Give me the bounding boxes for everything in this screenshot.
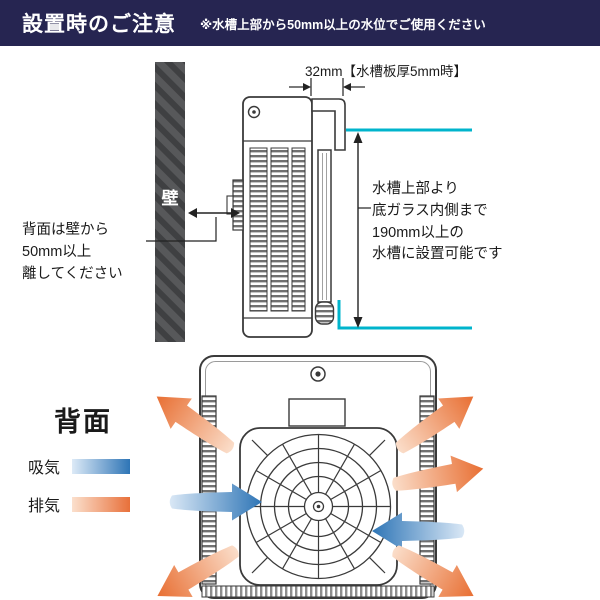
exhaust-label: 排気 <box>28 498 61 515</box>
intake-color-swatch <box>72 458 131 474</box>
wall-graphic <box>155 62 185 342</box>
device-side-view <box>226 96 346 338</box>
side-grill <box>270 147 289 312</box>
fan-hub <box>303 491 334 522</box>
hanging-hook <box>311 98 346 151</box>
back-view-title: 背面 <box>54 407 112 437</box>
exhaust-color-swatch <box>72 496 131 512</box>
side-view-diagram <box>146 62 472 342</box>
fan-guard <box>245 433 392 580</box>
fan-rings <box>245 433 392 580</box>
wall-clearance-note: 背面は壁から 50mm以上 離してください <box>22 222 123 282</box>
wall-label: 壁 <box>161 189 179 208</box>
clamp <box>232 179 244 231</box>
side-grill <box>291 147 306 312</box>
hook-width-dimension-lines <box>289 78 365 96</box>
label-plate <box>288 398 346 427</box>
hook-width-dimension-label: 32mm【水槽板厚5mm時】 <box>305 64 468 79</box>
tank-depth-note: 水槽上部より 底ガラス内側まで 190mm以上の 水槽に設置可能です <box>372 181 503 263</box>
intake-label: 吸気 <box>28 460 61 477</box>
base-strip <box>201 585 435 598</box>
tank-bottom-glass-line <box>337 300 472 330</box>
page-title: 設置時のご注意 <box>22 13 176 36</box>
header-bar: 設置時のご注意 ※水槽上部から50mm以上の水位でご使用ください <box>0 0 600 46</box>
header-note: ※水槽上部から50mm以上の水位でご使用ください <box>200 17 486 32</box>
intake-pipe <box>317 149 332 303</box>
side-grill <box>249 147 268 312</box>
back-view-diagram <box>146 355 487 600</box>
legend-row-intake: 吸気 <box>28 454 131 478</box>
wall-clearance-arrow <box>146 208 240 242</box>
strainer <box>314 301 335 325</box>
legend-row-exhaust: 排気 <box>28 492 131 516</box>
fan-corner-braces <box>251 439 386 574</box>
airflow-legend: 吸気 排気 <box>28 454 131 530</box>
tank-glass-lines <box>337 128 472 330</box>
clamp-knob <box>226 195 234 215</box>
tank-depth-arrow <box>353 132 371 328</box>
